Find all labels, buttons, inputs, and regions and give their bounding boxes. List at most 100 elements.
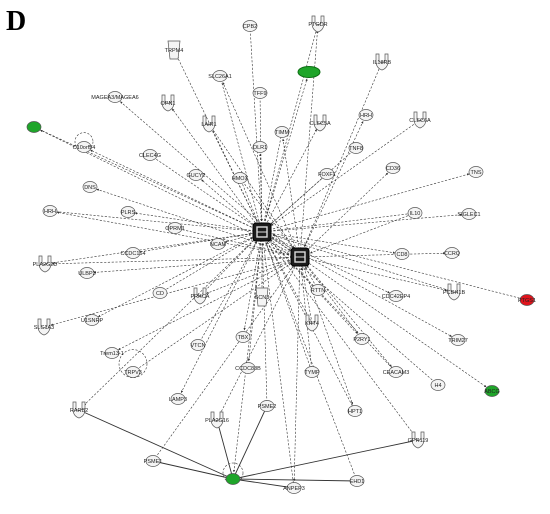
node-ccdc154[interactable]: CCDC154 [120,247,146,259]
node-hrh2[interactable]: HRH [42,205,58,217]
node-clec4g[interactable]: CLEC4G [139,149,161,161]
node-hrh[interactable]: HRH [358,109,374,121]
node-c10orf54[interactable]: C10orf54 [73,141,96,153]
node-h4[interactable]: H4 [430,379,446,391]
node-trem13[interactable]: Trem13-1 [100,347,124,359]
node-dns[interactable]: DNS [82,181,98,193]
node-tff9[interactable]: TFF9 [252,87,268,99]
node-magea3[interactable]: MAGEA3/MAGEA6 [91,91,139,103]
node-tymp[interactable]: TYMP [304,366,320,378]
node-cd36[interactable]: CD36 [385,162,401,174]
node-rttn[interactable]: RTTN [310,284,326,296]
edge-anpep3-green-bottom [232,477,295,489]
node-prkca[interactable]: PRKCA [191,287,210,305]
node-ceacam3[interactable]: CEACAM3 [383,366,410,378]
edge-ceacam3-hub2 [299,256,392,367]
node-trpm4[interactable]: TRPM4 [165,40,184,60]
edge-rarb2-green-bottom [78,409,234,480]
node-clec6a[interactable]: CLEC6A [409,111,431,129]
node-plrs[interactable]: PLRS [120,206,136,218]
node-anpep3[interactable]: ANPEP3 [283,482,305,494]
node-ehd1[interactable]: EHD1 [349,475,365,487]
node-shape-ellipse [232,172,248,184]
node-shape-ellipse [225,473,241,485]
node-psme1[interactable]: PSME1 [144,455,163,467]
node-opn1[interactable]: OPN1 [161,94,176,112]
node-tns[interactable]: TNS [468,166,484,178]
node-timm[interactable]: TIMM [274,126,289,138]
node-vtcn[interactable]: VTCN [190,339,206,351]
node-foxf1[interactable]: FOXF1 [318,168,336,180]
node-cd8[interactable]: CD8 [394,248,410,260]
node-cpb2[interactable]: CPB2 [242,20,258,32]
edge-tymp-alt [261,231,313,373]
node-trpv3[interactable]: TRPV3 [124,366,142,378]
node-label: HPT1 [348,409,362,415]
edge-clec6a-hub1 [270,119,421,226]
node-trim27[interactable]: TRIM27 [448,334,468,346]
node-clec5a[interactable]: CLEC5A [309,114,331,132]
node-label: RARB2 [70,408,88,414]
node-shape-ellipse [190,339,206,351]
node-pcdh1b[interactable]: PCDH1B [443,283,466,301]
node-tnf8[interactable]: TNF8 [348,142,364,154]
node-label: LAIR1 [201,122,216,128]
node-slc1a3[interactable]: SLC1A3 [34,318,55,336]
node-shape-ellipse [188,169,204,181]
node-cd[interactable]: CD [152,287,168,299]
node-il10[interactable]: IL10 [407,207,423,219]
node-krt4[interactable]: KRT4 [305,314,319,332]
node-label: TFF9 [253,91,266,97]
node-cdc42ep4[interactable]: CDC42EP4 [382,290,410,302]
node-gpr119[interactable]: GPR119 [408,431,429,449]
edge-tnf8-hub1 [270,147,357,225]
node-green_top[interactable] [297,66,321,78]
node-label: CLEC4G [139,153,161,159]
node-label: CDC42EP4 [382,294,410,300]
node-siglec1[interactable]: SIGLEC1 [457,208,481,220]
node-ulbp3[interactable]: ULBP3 [78,267,96,279]
edge-slc26a1-hub2 [222,82,301,258]
node-oprm1[interactable]: OPRM1 [165,222,185,234]
node-shape-ellipse [394,248,410,260]
hub-node-hub1[interactable] [252,222,272,242]
node-tbx[interactable]: TBX [235,331,251,343]
hub-node-hub2[interactable] [290,247,310,267]
node-label: TRPM4 [165,48,184,54]
node-slc26a1[interactable]: SLC26A1 [208,70,232,82]
node-label: HRH [360,113,372,119]
node-hpt1[interactable]: HPT1 [347,405,363,417]
node-lamp3[interactable]: LAMP3 [169,393,187,405]
node-hmox[interactable]: HMOX [232,172,249,184]
node-green_right[interactable]: ABCG [484,385,500,397]
node-ptgdr[interactable]: PTGDR [308,15,328,33]
node-label: CEACAM3 [383,370,410,376]
node-label: SLC1A3 [34,325,55,331]
node-green_left[interactable] [26,121,42,133]
node-green_bottom[interactable] [225,473,241,485]
node-pla2g2[interactable]: PLA2G2D [33,255,58,273]
node-ccrq[interactable]: CCRQ [444,247,461,259]
node-u1snrp[interactable]: U1SNRP [81,314,104,326]
node-label: PLRS [121,210,136,216]
node-pla2g16[interactable]: PLA2G16 [205,411,229,429]
node-psme2[interactable]: PSME2 [258,400,277,412]
node-gucy2[interactable]: GUCY2 [187,169,206,181]
node-p2ry1[interactable]: P2RY1 [353,333,371,345]
edge-siglec1-hub1 [261,213,463,233]
edge-layer [33,23,528,489]
edge-tbx-hub1 [243,231,263,331]
node-shape-channel [255,287,269,307]
node-lair1[interactable]: LAIR1 [201,115,217,133]
node-rarb2[interactable]: RARB2 [70,401,88,419]
node-ncam[interactable]: NCAM [210,238,227,250]
node-label: CLEC5A [309,121,331,127]
node-olr1[interactable]: OLR1 [252,141,268,153]
edge-rarb2-hub1 [83,231,263,406]
node-ccdc88b[interactable]: CCDC88B [235,362,261,374]
edge-oprm1-hub2 [174,227,290,256]
node-shape-ellipse [388,290,404,302]
node-il18rb[interactable]: IL18RB [373,53,392,71]
node-scn3[interactable]: SCN3 [255,287,270,307]
node-red[interactable]: PTGS1 [518,294,536,306]
